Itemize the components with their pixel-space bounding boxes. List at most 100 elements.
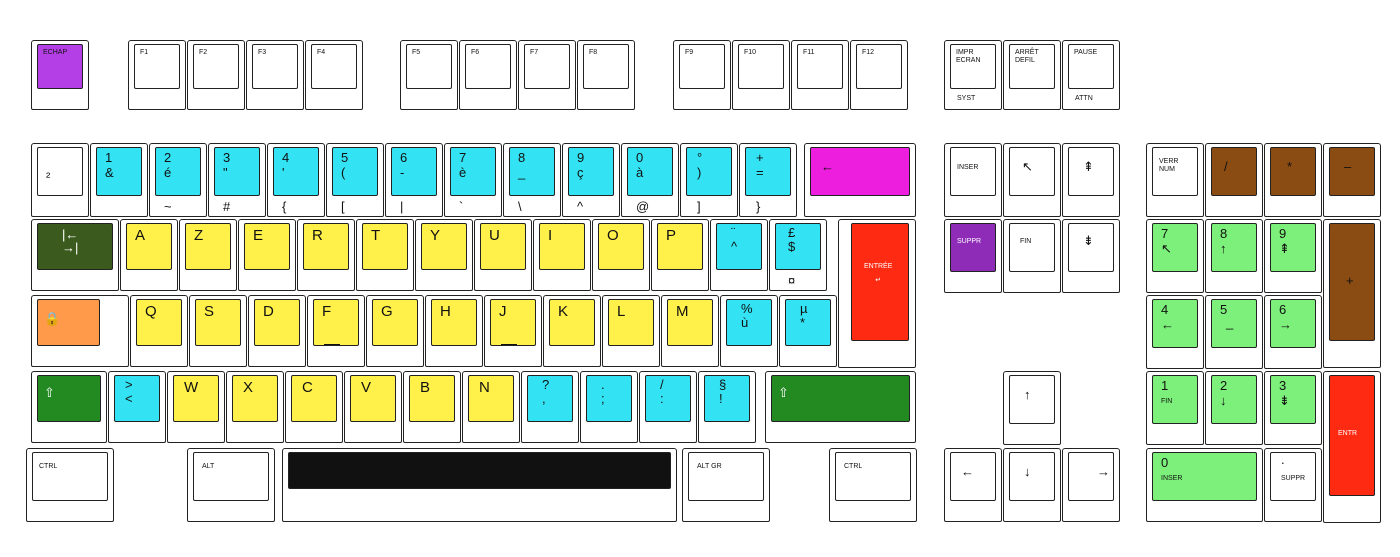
key-2[interactable]: 2 é ~ xyxy=(149,143,207,217)
key-tab[interactable]: |← →| xyxy=(31,219,119,291)
key-dollar[interactable]: £ $ ¤ xyxy=(769,219,827,291)
key-s[interactable]: S xyxy=(189,295,247,367)
key-slash-colon[interactable]: / : xyxy=(639,371,697,443)
key-9[interactable]: 9 ç ^ xyxy=(562,143,620,217)
key-1[interactable]: 1 & xyxy=(90,143,148,217)
key-f2[interactable]: F2 xyxy=(187,40,245,110)
key-arrow-up[interactable]: ↑ xyxy=(1003,371,1061,445)
key-numpad-0[interactable]: 0 INSER xyxy=(1146,448,1263,522)
key-ctrl-left[interactable]: CTRL xyxy=(26,448,114,522)
key-3[interactable]: 3 " # xyxy=(208,143,266,217)
key-arrow-right[interactable]: → xyxy=(1062,448,1120,522)
key-k[interactable]: K xyxy=(543,295,601,367)
key-numpad-3[interactable]: 3 ⇟ xyxy=(1264,371,1322,445)
key-r[interactable]: R xyxy=(297,219,355,291)
key-suppr[interactable]: SUPPR xyxy=(944,219,1002,293)
key-question-comma[interactable]: ? , xyxy=(521,371,579,443)
key-home[interactable]: ↖ xyxy=(1003,143,1061,217)
key-numpad-multiply[interactable]: * xyxy=(1264,143,1322,217)
key-j[interactable]: J xyxy=(484,295,542,367)
key-page-down[interactable]: ⇟ xyxy=(1062,219,1120,293)
key-n[interactable]: N xyxy=(462,371,520,443)
key-l[interactable]: L xyxy=(602,295,660,367)
key-f4[interactable]: F4 xyxy=(305,40,363,110)
key-p[interactable]: P xyxy=(651,219,709,291)
key-m[interactable]: M xyxy=(661,295,719,367)
key-5[interactable]: 5 ( [ xyxy=(326,143,384,217)
key-f10[interactable]: F10 xyxy=(732,40,790,110)
key-w[interactable]: W xyxy=(167,371,225,443)
key-f9[interactable]: F9 xyxy=(673,40,731,110)
key-circumflex[interactable]: ¨ ^ xyxy=(710,219,768,291)
key-q[interactable]: Q xyxy=(130,295,188,367)
key-alt-gr[interactable]: ALT GR xyxy=(682,448,770,522)
key-i[interactable]: I xyxy=(533,219,591,291)
key-f7[interactable]: F7 xyxy=(518,40,576,110)
key-numpad-8[interactable]: 8 ↑ xyxy=(1205,219,1263,293)
key-7[interactable]: 7 è ` xyxy=(444,143,502,217)
key-numpad-7[interactable]: 7 ↖ xyxy=(1146,219,1204,293)
key-numpad-minus[interactable]: – xyxy=(1323,143,1381,217)
key-8[interactable]: 8 _ \ xyxy=(503,143,561,217)
key-numpad-divide[interactable]: / xyxy=(1205,143,1263,217)
key-caps-lock[interactable]: 🔒 xyxy=(31,295,129,367)
key-g[interactable]: G xyxy=(366,295,424,367)
key-fin[interactable]: FIN xyxy=(1003,219,1061,293)
key-0[interactable]: 0 à @ xyxy=(621,143,679,217)
key-o[interactable]: O xyxy=(592,219,650,291)
key-h[interactable]: H xyxy=(425,295,483,367)
key-pause[interactable]: PAUSE ATTN xyxy=(1062,40,1120,110)
key-verr-num[interactable]: VERR NUM xyxy=(1146,143,1204,217)
key-dot-semicolon[interactable]: . ; xyxy=(580,371,638,443)
key-e[interactable]: E xyxy=(238,219,296,291)
key-percent[interactable]: % ù xyxy=(720,295,778,367)
key-numpad-plus[interactable]: + xyxy=(1323,219,1381,368)
key-b[interactable]: B xyxy=(403,371,461,443)
key-impr-ecran[interactable]: IMPR ECRAN SYST xyxy=(944,40,1002,110)
key-4[interactable]: 4 ' { xyxy=(267,143,325,217)
key-plus-equals[interactable]: + = } xyxy=(739,143,797,217)
key-numpad-5[interactable]: 5 _ xyxy=(1205,295,1263,369)
key-c[interactable]: C xyxy=(285,371,343,443)
key-section-exclaim[interactable]: § ! xyxy=(698,371,756,443)
key-mu[interactable]: µ * xyxy=(779,295,837,367)
key-ctrl-right[interactable]: CTRL xyxy=(829,448,917,522)
key-f[interactable]: F xyxy=(307,295,365,367)
key-numpad-4[interactable]: 4 ← xyxy=(1146,295,1204,369)
key-6[interactable]: 6 - | xyxy=(385,143,443,217)
key-d[interactable]: D xyxy=(248,295,306,367)
key-shift-right[interactable]: ⇧ xyxy=(765,371,916,443)
key-f8[interactable]: F8 xyxy=(577,40,635,110)
key-f5[interactable]: F5 xyxy=(400,40,458,110)
key-inser[interactable]: INSER xyxy=(944,143,1002,217)
key-degree[interactable]: ° ) ] xyxy=(680,143,738,217)
key-entree[interactable]: ENTRÉE ↵ xyxy=(838,219,916,368)
key-numpad-1[interactable]: 1 FIN xyxy=(1146,371,1204,445)
key-numpad-dot[interactable]: . SUPPR xyxy=(1264,448,1322,522)
key-arrow-down[interactable]: ↓ xyxy=(1003,448,1061,522)
key-arret-defil[interactable]: ARRÊT DEFIL xyxy=(1003,40,1061,110)
key-numpad-enter[interactable]: ENTR xyxy=(1323,371,1381,523)
key-numpad-6[interactable]: 6 → xyxy=(1264,295,1322,369)
key-alt[interactable]: ALT xyxy=(187,448,275,522)
key-a[interactable]: A xyxy=(120,219,178,291)
key-f11[interactable]: F11 xyxy=(791,40,849,110)
key-space[interactable] xyxy=(282,448,677,522)
key-echap[interactable]: ECHAP xyxy=(31,40,89,110)
key-numpad-2[interactable]: 2 ↓ xyxy=(1205,371,1263,445)
key-f1[interactable]: F1 xyxy=(128,40,186,110)
key-backspace[interactable]: ← xyxy=(804,143,916,217)
key-arrow-left[interactable]: ← xyxy=(944,448,1002,522)
key-u[interactable]: U xyxy=(474,219,532,291)
key-page-up[interactable]: ⇞ xyxy=(1062,143,1120,217)
key-superscript-two[interactable]: ² xyxy=(31,143,89,217)
key-x[interactable]: X xyxy=(226,371,284,443)
key-numpad-9[interactable]: 9 ⇞ xyxy=(1264,219,1322,293)
key-f12[interactable]: F12 xyxy=(850,40,908,110)
key-less-greater[interactable]: > < xyxy=(108,371,166,443)
key-y[interactable]: Y xyxy=(415,219,473,291)
key-z[interactable]: Z xyxy=(179,219,237,291)
key-f6[interactable]: F6 xyxy=(459,40,517,110)
key-shift-left[interactable]: ⇧ xyxy=(31,371,107,443)
key-t[interactable]: T xyxy=(356,219,414,291)
